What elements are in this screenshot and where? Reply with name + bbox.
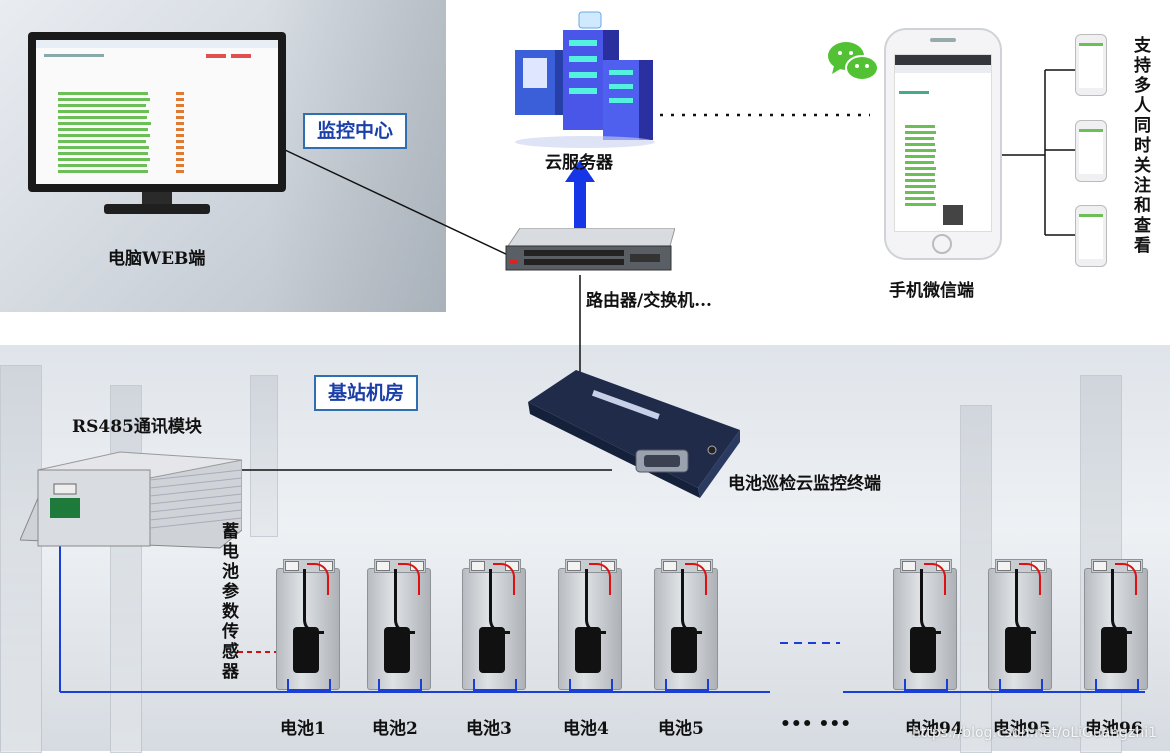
battery-icon [462,559,526,691]
battery-label: 电池2 [372,719,418,739]
rs485-label: RS485通讯模块 [72,417,202,437]
battery-label: 电池1 [280,719,326,739]
network-switch-icon [500,227,676,276]
monitor-center-label: 监控中心 [303,113,408,149]
communication-module-icon [19,440,243,550]
battery-icon [988,559,1052,691]
battery-icon [893,559,957,691]
watermark: https://blog.csdn.net/oLiGuangzhi1 [912,725,1158,741]
router-label: 路由器/交换机... [586,291,712,311]
battery-label: 电池3 [466,719,512,739]
mini-phone-3 [1075,205,1107,267]
ellipsis-label: ••• ••• [780,714,852,734]
pc-web-label: 电脑WEB端 [108,249,206,269]
battery-label: 电池5 [658,719,704,739]
battery-label: 电池94 [905,719,963,739]
battery-icon [276,559,340,691]
multi-user-label: 支持多人同时关注和查看 [1130,36,1150,256]
base-station-label: 基站机房 [314,375,419,411]
server-stack-icon [505,10,660,150]
sensor-label: 蓄电池参数传感器 [218,522,238,682]
mini-phone-1 [1075,34,1107,96]
battery-icon [558,559,622,691]
battery-label: 电池96 [1085,719,1143,739]
mobile-phone [884,28,1002,260]
monitor-terminal-device-icon [528,370,740,498]
battery-label: 电池95 [993,719,1051,739]
mini-phone-2 [1075,120,1107,182]
battery-icon [1084,559,1148,691]
battery-icon [654,559,718,691]
pc-monitor-base [104,204,210,214]
battery-label: 电池4 [563,719,609,739]
wechat-icon [826,40,880,84]
terminal-label: 电池巡检云监控终端 [728,474,881,494]
battery-icon [367,559,431,691]
pc-monitor [28,32,286,192]
pc-screen [36,40,278,184]
mobile-phone-screen [894,54,992,232]
cloud-server-label: 云服务器 [545,153,613,173]
pc-monitor-stand [142,192,172,204]
mobile-wechat-label: 手机微信端 [889,281,974,301]
